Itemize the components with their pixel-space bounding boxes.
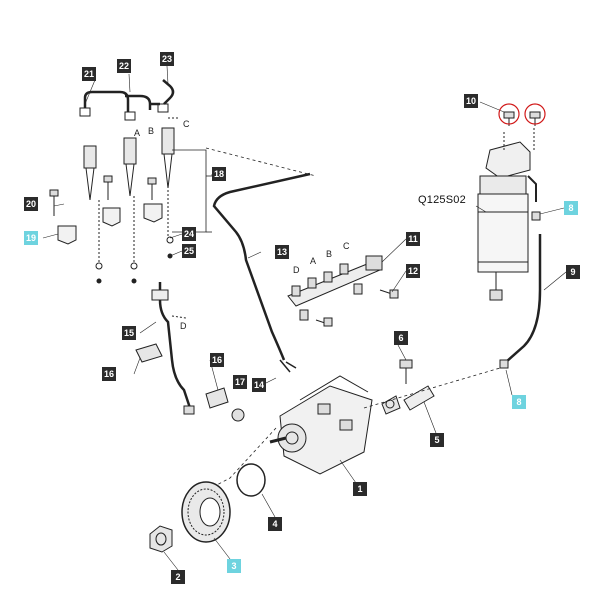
callout-15[interactable]: 15 xyxy=(122,326,136,340)
injectors xyxy=(49,117,180,284)
callout-11[interactable]: 11 xyxy=(406,232,420,246)
callout-6[interactable]: 6 xyxy=(394,331,408,345)
callout-19[interactable]: 19 xyxy=(24,231,38,245)
rail-letter-b: B xyxy=(326,249,333,259)
callout-10[interactable]: 10 xyxy=(464,94,478,108)
callout-8-bottom[interactable]: 8 xyxy=(512,395,526,409)
fuel-pump xyxy=(195,375,373,497)
callout-22[interactable]: 22 xyxy=(117,59,131,73)
callout-14[interactable]: 14 xyxy=(252,378,266,392)
pipe-letter-d: D xyxy=(180,321,187,331)
leak-off-pipe xyxy=(135,282,229,415)
callout-17[interactable]: 17 xyxy=(233,375,247,389)
callout-8-top[interactable]: 8 xyxy=(564,201,578,215)
inlet-fittings xyxy=(363,359,501,415)
callout-1[interactable]: 1 xyxy=(353,482,367,496)
callout-16-left[interactable]: 16 xyxy=(102,367,116,381)
callout-20[interactable]: 20 xyxy=(24,197,38,211)
callout-16-right[interactable]: 16 xyxy=(210,353,224,367)
injector-pipes xyxy=(79,79,175,121)
callout-9[interactable]: 9 xyxy=(566,265,580,279)
rail-letter-c: C xyxy=(343,241,350,251)
callout-2[interactable]: 2 xyxy=(171,570,185,584)
rail-letter-a: A xyxy=(310,256,317,266)
callout-5[interactable]: 5 xyxy=(430,433,444,447)
injector-letter-c: C xyxy=(183,119,190,129)
drive-gear xyxy=(181,481,231,543)
callout-13[interactable]: 13 xyxy=(275,245,289,259)
callout-3[interactable]: 3 xyxy=(227,559,241,573)
filter-part-code: Q125S02 xyxy=(418,194,466,206)
callout-4[interactable]: 4 xyxy=(268,517,282,531)
rail-letter-d: D xyxy=(293,265,300,275)
callout-25[interactable]: 25 xyxy=(182,244,196,258)
callout-18[interactable]: 18 xyxy=(212,167,226,181)
callout-12[interactable]: 12 xyxy=(406,264,420,278)
callout-23[interactable]: 23 xyxy=(160,52,174,66)
common-rail xyxy=(287,255,399,327)
return-pipe xyxy=(205,147,317,373)
highlight-circles xyxy=(498,103,546,125)
callout-24[interactable]: 24 xyxy=(182,227,196,241)
gear-nut xyxy=(149,525,173,553)
injector-letter-b: B xyxy=(148,126,155,136)
o-ring xyxy=(236,463,266,497)
injector-letter-a: A xyxy=(134,128,141,138)
fuel-filter-assembly xyxy=(477,126,542,369)
callout-21[interactable]: 21 xyxy=(82,67,96,81)
